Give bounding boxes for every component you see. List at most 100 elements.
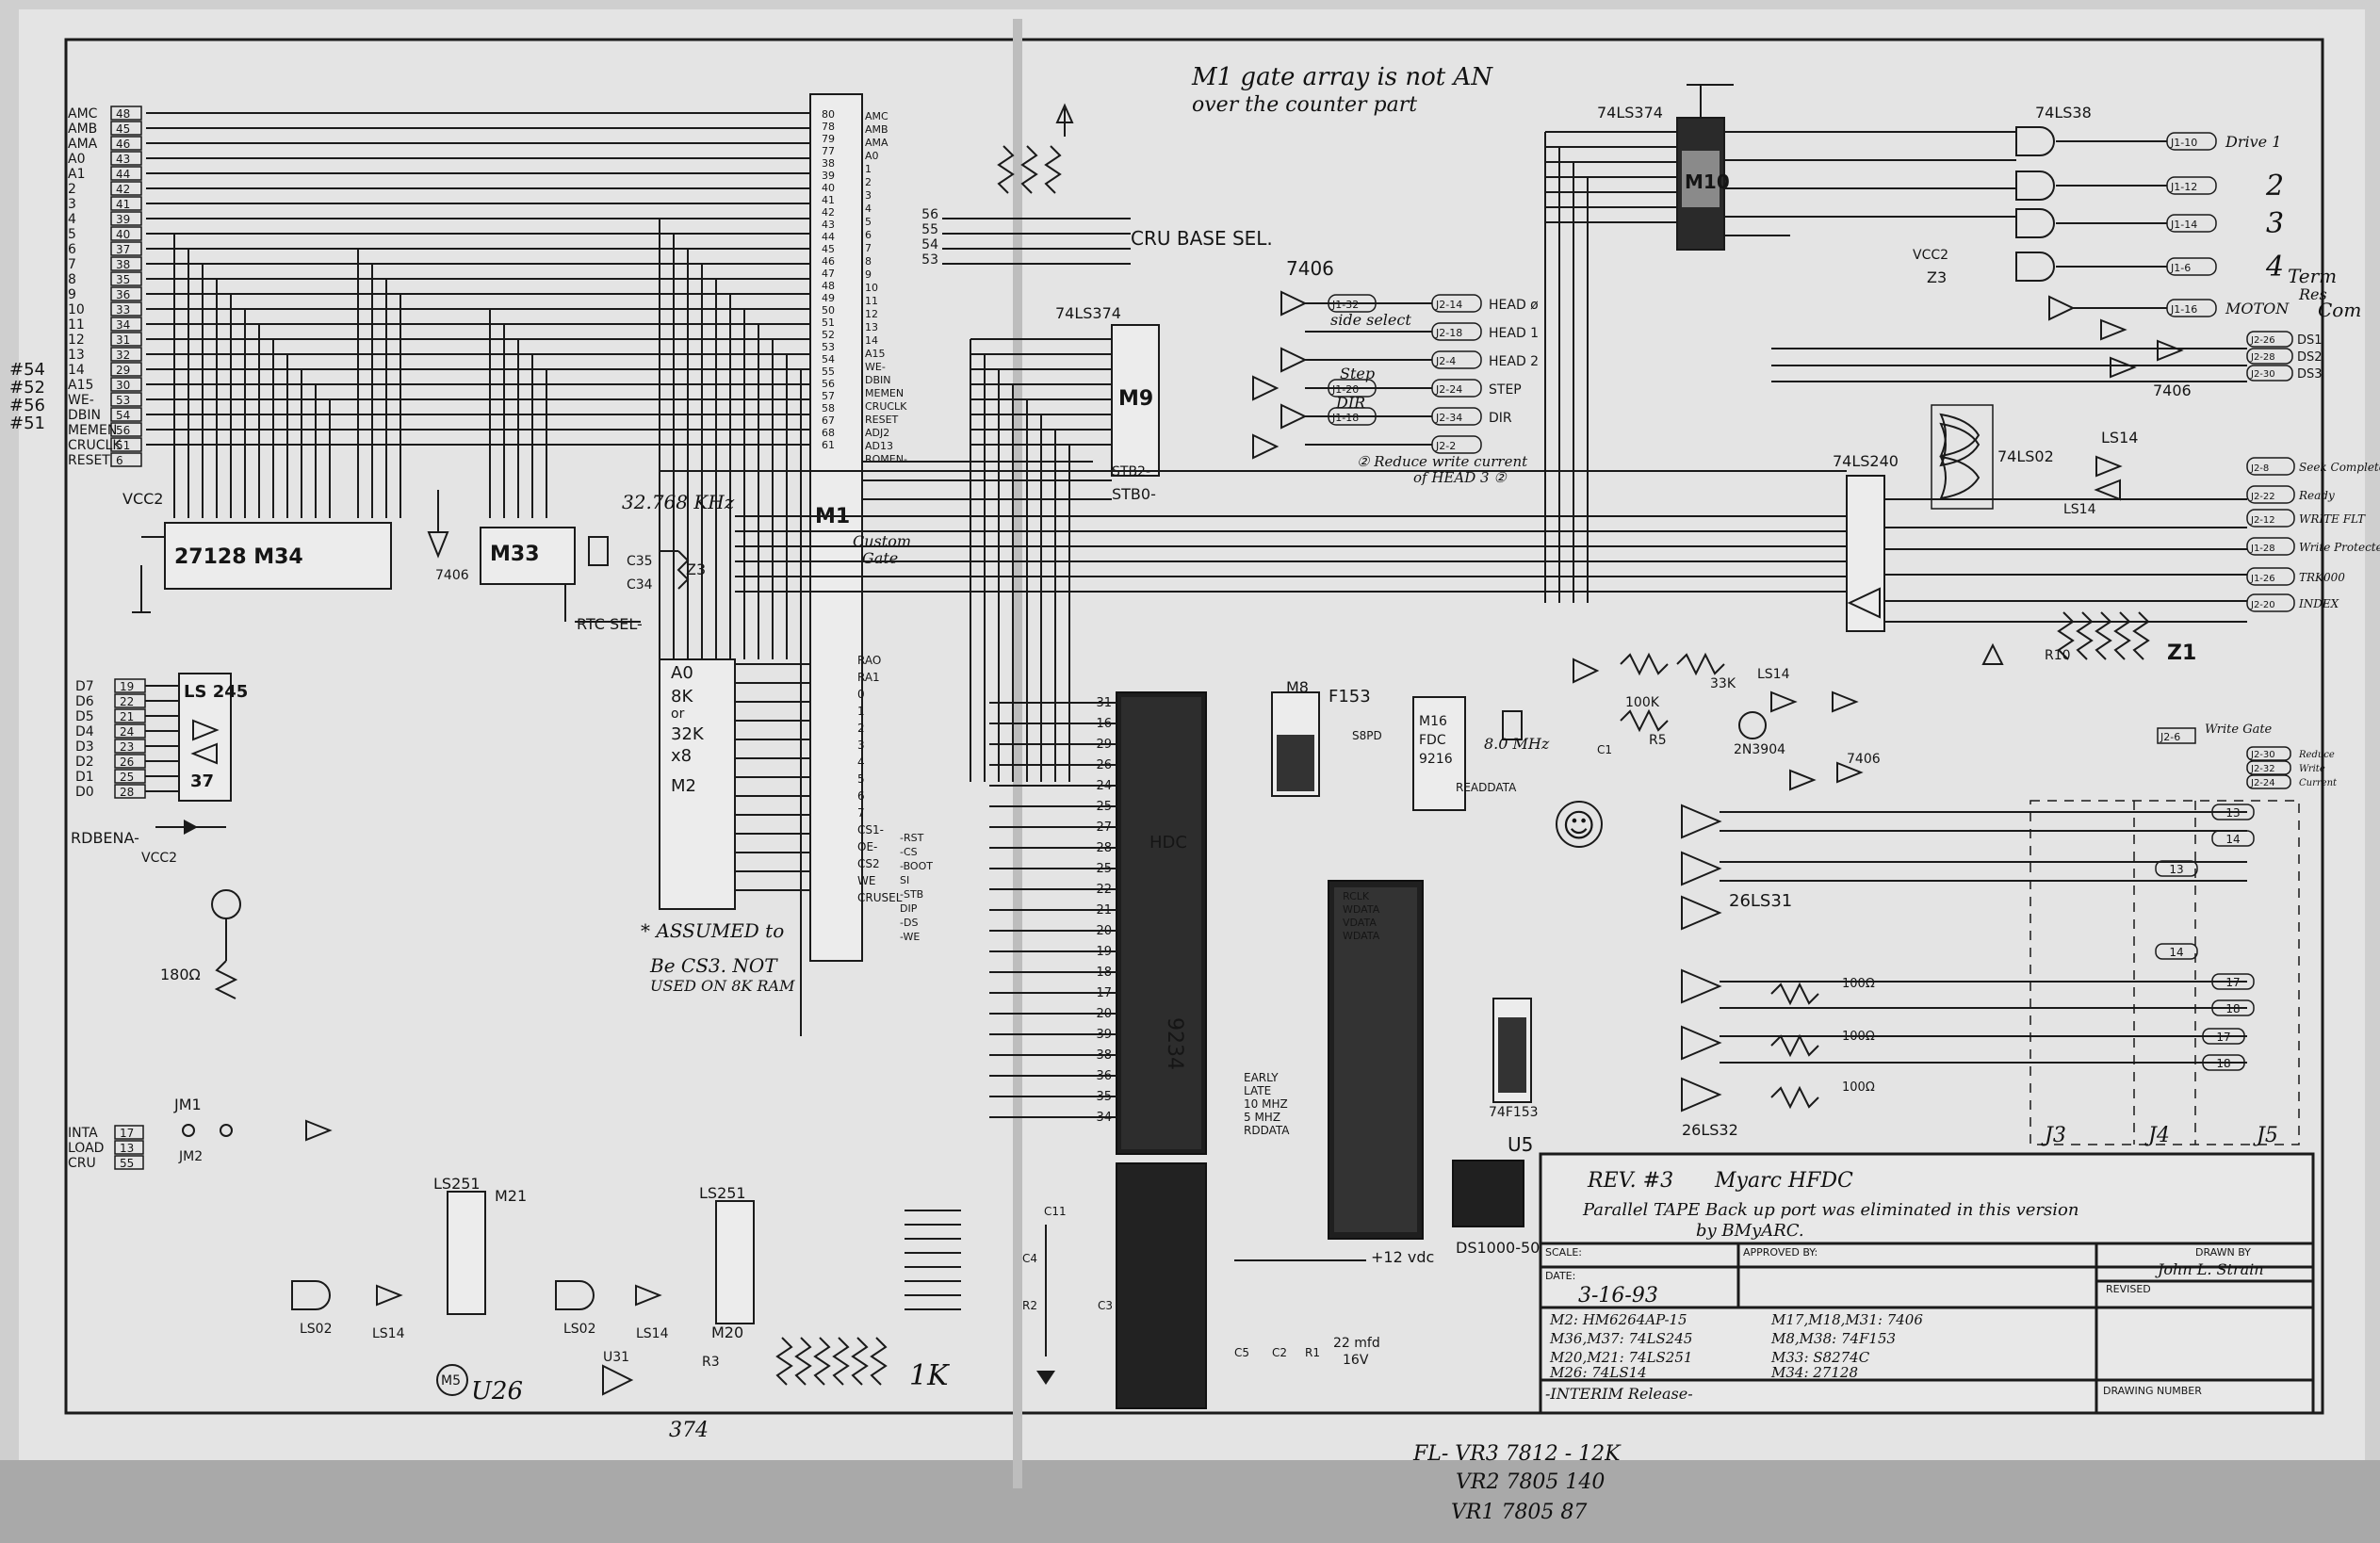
m1-pin-label: 7 <box>865 242 872 254</box>
cap-c4: C4 <box>1022 1252 1037 1265</box>
drive-pin: J1-12 <box>2170 181 2197 193</box>
data-signal-pin: 24 <box>120 725 134 739</box>
connector-area <box>2030 800 2300 1145</box>
r2-label: R2 <box>1022 1299 1037 1312</box>
m1-pin-label: DBIN <box>865 374 891 386</box>
signal-pin: 36 <box>116 288 130 301</box>
status-pin-box <box>2246 485 2295 504</box>
signal-pin-box <box>110 271 142 286</box>
signal-name: 8 <box>68 272 76 287</box>
bottom-pin-box <box>114 1155 144 1170</box>
m1-pin-label: ROMEN- <box>865 453 907 465</box>
m1-lower-label: 7 <box>857 806 865 820</box>
chip-m8: M8 F153 <box>1271 678 1371 797</box>
chip-m38: 74F153 <box>1489 998 1539 1120</box>
drive-pin-box <box>2166 257 2217 276</box>
signal-name: 14 <box>68 363 85 378</box>
m1-pin-number: 43 <box>822 219 835 231</box>
reduce-note-2: of HEAD 3 ② <box>1413 469 1508 486</box>
drive-label: 2 <box>2265 170 2284 203</box>
r1k-label: 1K <box>909 1359 950 1392</box>
m1-pin-label: 9 <box>865 268 872 281</box>
signal-pin-box <box>110 452 142 467</box>
m1-pin-label: 5 <box>865 216 872 228</box>
signal-name: 7 <box>68 257 76 272</box>
m1-pin-label: 11 <box>865 295 878 307</box>
approved-label: APPROVED BY: <box>1743 1246 1818 1259</box>
signal-pin-box <box>110 181 142 196</box>
m1-lower-right: -RST <box>900 832 924 844</box>
bottom-signal-pin: 17 <box>120 1127 134 1140</box>
chip-m9: 74LS374 M9 STB2- STB0- <box>1055 304 1160 503</box>
signal-pin: 30 <box>116 379 130 392</box>
vcc-label: VCC2 <box>122 490 163 508</box>
signal-pin: 51 <box>116 439 130 452</box>
j-pin-number: 14 <box>2169 946 2183 959</box>
signal-pin-box <box>110 347 142 362</box>
diff-label: Reduce <box>2298 750 2335 760</box>
ls02-label: 74LS02 <box>1997 447 2054 465</box>
scale-label: SCALE: <box>1545 1246 1582 1259</box>
hdc-pin-numbers: 3116292624252728252221201918172039383635… <box>989 696 1117 1125</box>
m1-pin-number: 40 <box>822 182 835 194</box>
signal-pin-box <box>110 256 142 271</box>
signal-name: WE- <box>68 393 94 408</box>
j-pin-box <box>2155 943 2198 960</box>
m1-pin-number: 49 <box>822 292 835 304</box>
u31-label: U31 <box>603 1350 629 1365</box>
bottom-signal-name: CRU <box>68 1156 96 1171</box>
status-pin: J2-22 <box>2250 492 2275 502</box>
chip-m33-label: M33 <box>490 543 540 566</box>
status-label: INDEX <box>2298 597 2339 610</box>
m1-pin-number: 51 <box>822 317 835 329</box>
resistor-bank-1k: 1K <box>775 1337 950 1392</box>
signal-pin: 6 <box>116 454 123 467</box>
bottom-signal-pin: 13 <box>120 1142 134 1155</box>
m1-pin-label: 13 <box>865 321 878 333</box>
m1-pin-number: 77 <box>822 145 835 157</box>
hash-label: #52 <box>9 378 45 398</box>
m2-line: M2 <box>671 776 696 796</box>
m1-pin-number: 46 <box>822 255 835 268</box>
fdc-pin: WDATA <box>1343 930 1380 942</box>
m1-pin-number: 44 <box>822 231 835 243</box>
status-pin: J2-20 <box>2250 600 2275 610</box>
data-signal-name: D3 <box>75 739 94 755</box>
j-pin-number: 13 <box>2225 806 2240 820</box>
m11-label: 74LS240 <box>1833 452 1899 470</box>
r-180-label: 180Ω <box>160 966 201 983</box>
head-j2-pin: J2-14 <box>1435 299 1462 311</box>
be-cs3-note: Be CS3. NOT <box>649 954 778 977</box>
signal-name: 9 <box>68 287 76 302</box>
m1-pin-label: 14 <box>865 334 878 347</box>
m16-num: 9216 <box>1419 752 1453 767</box>
chip-ls02: 74LS02 <box>1931 404 2054 510</box>
cru-base-label: CRU BASE SEL. <box>1131 227 1273 250</box>
connector-label: J5 <box>2253 1124 2278 1147</box>
smiley-doodle: ☺ <box>1556 801 1603 848</box>
f153b-label: 74F153 <box>1489 1105 1539 1120</box>
m1-pin-label: 10 <box>865 282 878 294</box>
status-pin-box <box>2246 593 2295 612</box>
status-pin-box <box>2246 509 2295 528</box>
m1-pin-number: 39 <box>822 170 835 182</box>
ls251a-label: LS251 <box>433 1175 481 1193</box>
m1-pin-label: A15 <box>865 348 886 360</box>
m1-pin-number: 61 <box>822 439 835 451</box>
write-gate-output: J2-6 Write Gate <box>2157 723 2273 744</box>
m1-lower-right: -DS <box>900 917 918 929</box>
signal-pin-box <box>110 392 142 407</box>
cap-c3: C3 <box>1098 1299 1113 1312</box>
left-hash-labels: #54 #52 #56 #51 <box>9 360 45 433</box>
signal-pin-box <box>110 226 142 241</box>
bottom-pin-box <box>114 1140 144 1155</box>
r3-label: R3 <box>702 1355 720 1370</box>
m1-pin-label: AMB <box>865 123 888 136</box>
gate-array-note: M1 gate array is not AN <box>1191 63 1493 91</box>
ds-pin: J2-30 <box>2250 369 2275 380</box>
m1-pin-number: 68 <box>822 427 835 439</box>
rdbena-line: RDBENA- <box>71 820 226 847</box>
